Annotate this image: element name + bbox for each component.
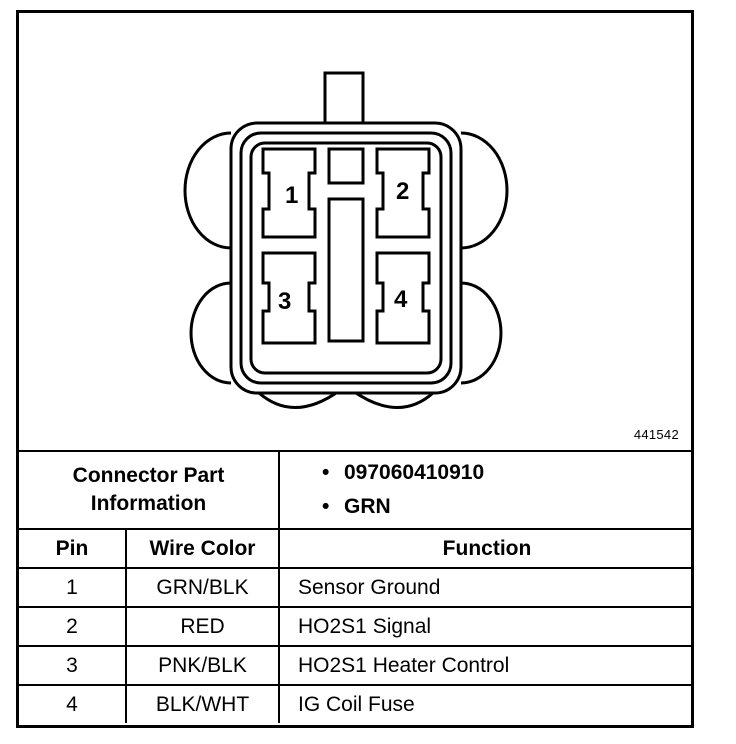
locking-tab	[323, 71, 365, 127]
connector-part-number: 097060410910	[344, 461, 485, 484]
header-wire-color: Wire Color	[125, 528, 280, 569]
pin-label-4: 4	[394, 286, 408, 313]
bottom-right-bump	[352, 389, 434, 409]
pin-number: 1	[19, 567, 127, 608]
wire-color: PNK/BLK	[125, 645, 280, 686]
pin-label-2: 2	[396, 178, 409, 205]
table-row: 1 GRN/BLK Sensor Ground	[19, 567, 694, 608]
center-key-bar	[327, 197, 365, 343]
pin-function: Sensor Ground	[278, 567, 694, 608]
connector-housing-inner	[239, 131, 453, 385]
pin-label-1: 1	[285, 182, 298, 209]
connector-info-label-line1: Connector Part	[72, 464, 225, 487]
table-row: 3 PNK/BLK HO2S1 Heater Control	[19, 645, 694, 686]
center-key-top	[327, 147, 365, 185]
diagram-frame: 1 2 3 4 441542 Connector Part Informatio…	[16, 10, 694, 728]
pin-cavity-3	[261, 251, 317, 345]
connector-housing-outer	[229, 121, 463, 395]
header-function: Function	[278, 528, 694, 569]
connector-info-item: •GRN	[322, 495, 391, 518]
connector-info-row: Connector Part Information •097060410910…	[19, 450, 694, 530]
connector-info-item: •097060410910	[322, 461, 485, 484]
right-upper-lobe	[460, 131, 509, 250]
pin-number: 2	[19, 606, 127, 647]
pin-cavity-4	[375, 251, 431, 345]
connector-face	[249, 141, 443, 375]
connector-drawing: 1 2 3 4	[183, 71, 509, 409]
wire-color: GRN/BLK	[125, 567, 280, 608]
connector-info-values: •097060410910 •GRN	[278, 450, 694, 530]
wire-color: BLK/WHT	[125, 684, 280, 723]
right-lower-lobe	[460, 281, 503, 385]
pin-cavity-1	[261, 147, 317, 239]
wire-color: RED	[125, 606, 280, 647]
table-row: 4 BLK/WHT IG Coil Fuse	[19, 684, 694, 723]
pin-function: HO2S1 Signal	[278, 606, 694, 647]
pin-function: HO2S1 Heater Control	[278, 645, 694, 686]
pin-number: 4	[19, 684, 127, 723]
header-pin: Pin	[19, 528, 127, 569]
pin-function: IG Coil Fuse	[278, 684, 694, 723]
connector-info-label: Connector Part Information	[19, 450, 280, 530]
pin-label-3: 3	[278, 288, 291, 315]
left-lower-lobe	[189, 281, 232, 385]
pin-number: 3	[19, 645, 127, 686]
table-header-row: Pin Wire Color Function	[19, 528, 694, 569]
left-upper-lobe	[183, 131, 232, 250]
pin-cavity-2	[375, 147, 431, 239]
pinout-table: Connector Part Information •097060410910…	[19, 450, 694, 723]
figure-id: 441542	[633, 427, 679, 442]
table-row: 2 RED HO2S1 Signal	[19, 606, 694, 647]
connector-info-label-line2: Information	[90, 492, 207, 515]
connector-color: GRN	[344, 495, 391, 518]
bottom-left-bump	[258, 389, 340, 409]
connector-diagram: 1 2 3 4 441542	[19, 13, 691, 450]
